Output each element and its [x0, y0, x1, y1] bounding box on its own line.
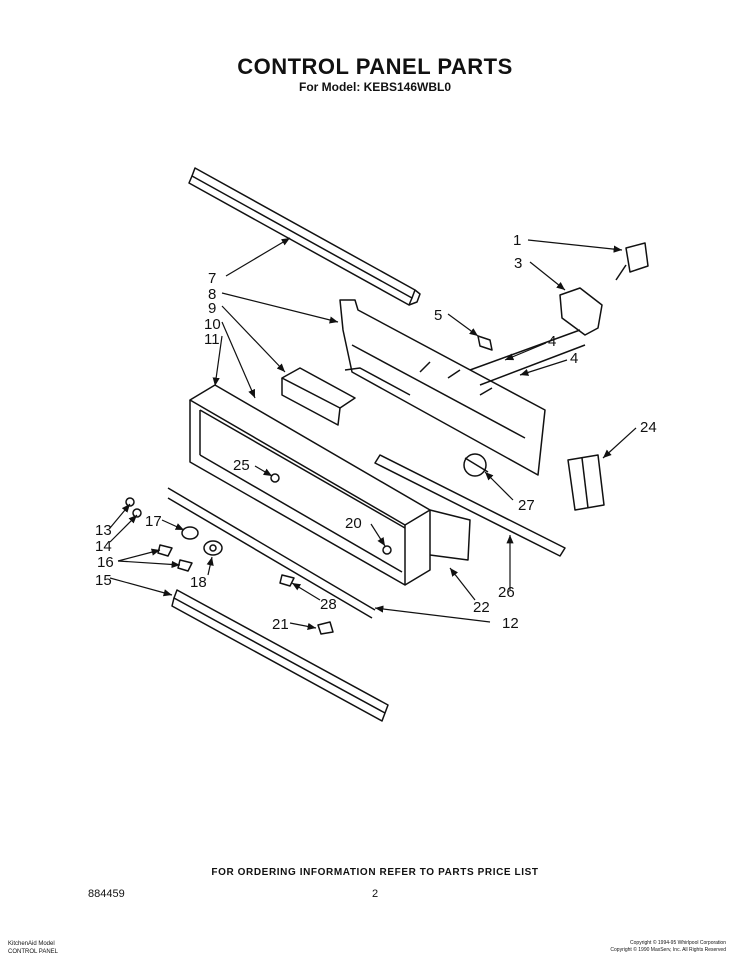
callout-4-upper: 4 [548, 333, 556, 350]
callout-21: 21 [272, 616, 289, 633]
callout-4-lower: 4 [570, 350, 578, 367]
clip-part [477, 335, 493, 351]
bottom-trim-strip [171, 589, 389, 722]
callout-25: 25 [233, 457, 250, 474]
callout-12: 12 [502, 615, 519, 632]
mounting-bracket [339, 299, 546, 476]
callout-8: 8 [208, 286, 216, 303]
footer-left-line-2: CONTROL PANEL [8, 949, 59, 955]
callout-11: 11 [204, 331, 220, 348]
callout-17: 17 [145, 513, 162, 530]
callout-26: 26 [498, 584, 515, 601]
callout-15: 15 [95, 572, 112, 589]
callout-13: 13 [95, 522, 112, 539]
page-title: CONTROL PANEL PARTS [237, 54, 513, 79]
callout-10: 10 [204, 316, 221, 333]
callout-14: 14 [95, 538, 112, 555]
callout-7: 7 [208, 270, 216, 287]
side-bracket [567, 454, 605, 511]
top-trim-strip [188, 167, 421, 306]
copyright-line-2: Copyright © 1990 MaxServ, Inc. All Right… [610, 947, 726, 953]
fan-assembly [463, 453, 489, 477]
callout-22: 22 [473, 599, 490, 616]
leader-lines [109, 237, 637, 630]
model-subtitle: For Model: KEBS146WBL0 [298, 80, 451, 94]
display-board [281, 367, 356, 426]
callout-9: 9 [208, 300, 216, 317]
copyright-line-1: Copyright © 1994-95 Whirlpool Corporatio… [630, 940, 726, 946]
callout-5: 5 [434, 307, 442, 324]
footer-left-line-1: KitchenAid Model [8, 941, 55, 947]
lower-rail [374, 454, 566, 557]
copyright-notice: Copyright © 1994-95 Whirlpool Corporatio… [610, 940, 726, 954]
callout-3: 3 [514, 255, 522, 272]
callout-27: 27 [518, 497, 535, 514]
document-part-number: 884459 [88, 888, 125, 900]
callout-24: 24 [640, 419, 657, 436]
callout-20: 20 [345, 515, 362, 532]
callout-28: 28 [320, 596, 337, 613]
ordering-note: FOR ORDERING INFORMATION REFER TO PARTS … [211, 867, 539, 878]
footer-left-caption: KitchenAid Model CONTROL PANEL [8, 940, 58, 956]
control-panel-housing [167, 384, 471, 619]
switch-bracket [469, 287, 603, 386]
callout-18: 18 [190, 574, 207, 591]
page-number: 2 [371, 888, 379, 900]
callout-1: 1 [513, 232, 521, 249]
switch-component [615, 242, 649, 281]
callout-16: 16 [97, 554, 114, 571]
